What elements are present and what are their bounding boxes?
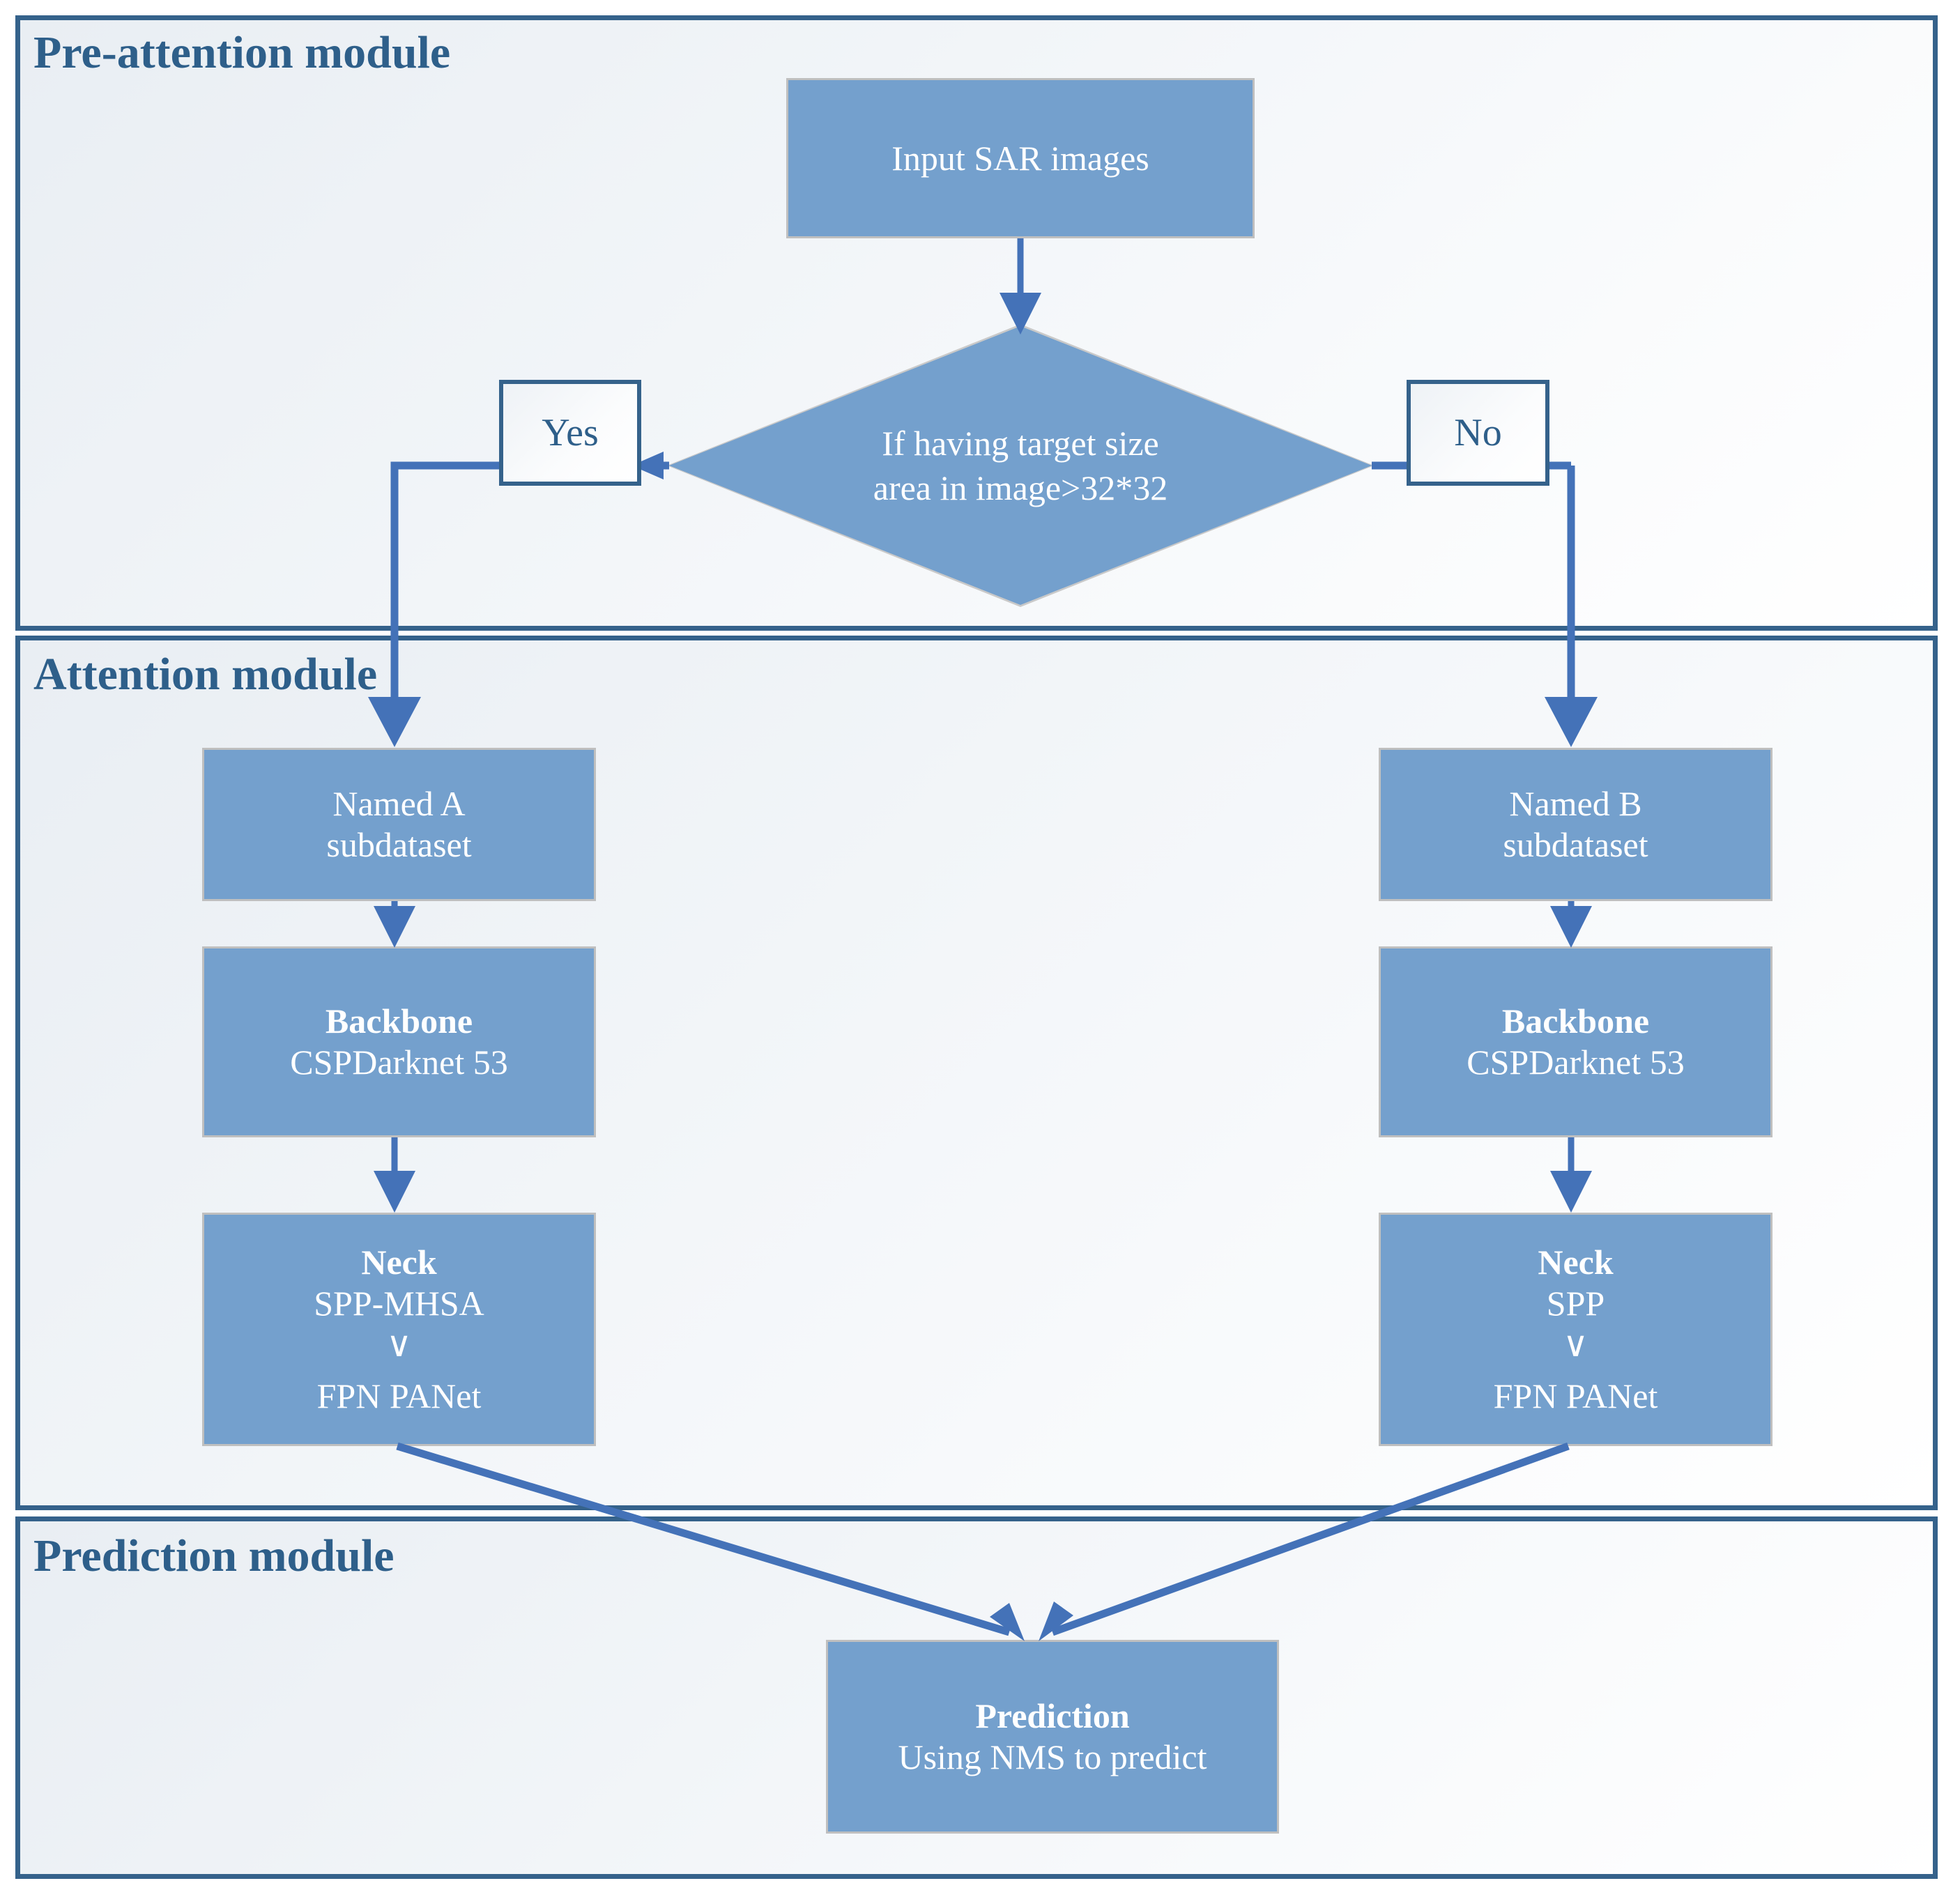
node-neck-a-line-1: SPP-MHSA (314, 1284, 484, 1323)
node-prediction[interactable]: Prediction Using NMS to predict (826, 1640, 1279, 1834)
node-named-a-line-2: subdataset (326, 825, 472, 864)
node-backbone-a[interactable]: Backbone CSPDarknet 53 (202, 946, 596, 1137)
node-neck-a-title: Neck (361, 1243, 437, 1282)
module-title-attention: Attention module (33, 649, 378, 700)
node-neck-b-line-2: ∨ (1563, 1325, 1588, 1364)
module-title-pre-attention: Pre-attention module (33, 27, 451, 78)
node-backbone-b-detail: CSPDarknet 53 (1467, 1043, 1685, 1082)
node-backbone-b-title: Backbone (1501, 1001, 1650, 1040)
node-prediction-title: Prediction (975, 1696, 1130, 1735)
module-title-prediction: Prediction module (33, 1530, 395, 1581)
node-prediction-detail: Using NMS to predict (898, 1737, 1207, 1776)
decision-line-2: area in image>32*32 (873, 468, 1168, 507)
node-neck-b-title: Neck (1538, 1243, 1614, 1282)
branch-label-no-text: No (1454, 411, 1502, 454)
node-neck-a-line-3: FPN PANet (316, 1376, 482, 1415)
node-neck-a-line-2: ∨ (386, 1325, 412, 1364)
node-neck-b-line-1: SPP (1546, 1284, 1605, 1323)
branch-label-yes[interactable]: Yes (499, 380, 641, 486)
branch-label-no[interactable]: No (1407, 380, 1549, 486)
decision-line-1: If having target size (882, 424, 1159, 463)
node-neck-a[interactable]: Neck SPP-MHSA ∨ FPN PANet (202, 1213, 596, 1446)
node-backbone-a-detail: CSPDarknet 53 (290, 1043, 508, 1082)
node-backbone-a-title: Backbone (325, 1001, 473, 1040)
node-backbone-b[interactable]: Backbone CSPDarknet 53 (1379, 946, 1773, 1137)
node-neck-b[interactable]: Neck SPP ∨ FPN PANet (1379, 1213, 1773, 1446)
branch-label-yes-text: Yes (542, 411, 599, 454)
node-decision-target-size[interactable]: If having target size area in image>32*3… (667, 324, 1374, 607)
decision-label: If having target size area in image>32*3… (669, 326, 1372, 605)
node-input-sar-images[interactable]: Input SAR images (786, 78, 1255, 238)
node-named-b-line-1: Named B (1509, 784, 1642, 823)
node-named-b-subdataset[interactable]: Named B subdataset (1379, 748, 1773, 901)
node-neck-b-line-3: FPN PANet (1493, 1376, 1658, 1415)
node-named-a-line-1: Named A (332, 784, 466, 823)
node-named-a-subdataset[interactable]: Named A subdataset (202, 748, 596, 901)
node-named-b-line-2: subdataset (1503, 825, 1648, 864)
node-input-line-1: Input SAR images (891, 138, 1149, 178)
